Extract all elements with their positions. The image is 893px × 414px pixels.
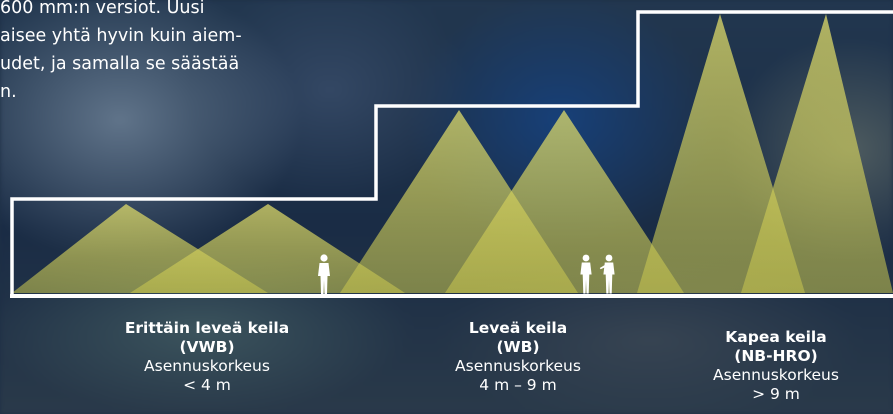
mounting-height-label: Asennuskorkeus — [144, 357, 270, 375]
mounting-height-value: 4 m – 9 m — [479, 376, 557, 394]
beam-label-wb: Leveä keila (WB) Asennuskorkeus 4 m – 9 … — [418, 319, 618, 395]
beam-label-vwb: Erittäin leveä keila (VWB) Asennuskorkeu… — [102, 319, 312, 395]
beam-name: Leveä keila — [468, 319, 568, 337]
beam-label-nb: Kapea keila (NB-HRO) Asennuskorkeus > 9 … — [676, 328, 876, 404]
intro-line: n. — [0, 82, 17, 102]
mounting-height-value: > 9 m — [752, 385, 800, 403]
intro-line: 600 mm:n versiot. Uusi — [0, 0, 205, 18]
intro-line: aisee yhtä hyvin kuin aiem- — [0, 26, 242, 46]
light-beam-vwb-2 — [130, 204, 405, 293]
intro-text: 600 mm:n versiot. Uusi aisee yhtä hyvin … — [0, 0, 330, 106]
light-beam-nb-2 — [741, 14, 893, 293]
mounting-height-label: Asennuskorkeus — [713, 366, 839, 384]
mounting-height-value: < 4 m — [183, 376, 231, 394]
beam-code: (WB) — [496, 338, 540, 356]
beam-code: (VWB) — [179, 338, 235, 356]
beam-name: Erittäin leveä keila — [124, 319, 290, 337]
beam-code: (NB-HRO) — [734, 347, 818, 365]
person-silhouette — [599, 254, 615, 294]
ceiling-outline — [10, 10, 893, 296]
person-silhouette — [580, 254, 592, 294]
intro-line: udet, ja samalla se säästää — [0, 54, 240, 74]
mounting-height-label: Asennuskorkeus — [455, 357, 581, 375]
person-silhouette — [318, 254, 330, 294]
beam-name: Kapea keila — [725, 328, 827, 346]
light-beam-wb-2 — [445, 110, 684, 293]
